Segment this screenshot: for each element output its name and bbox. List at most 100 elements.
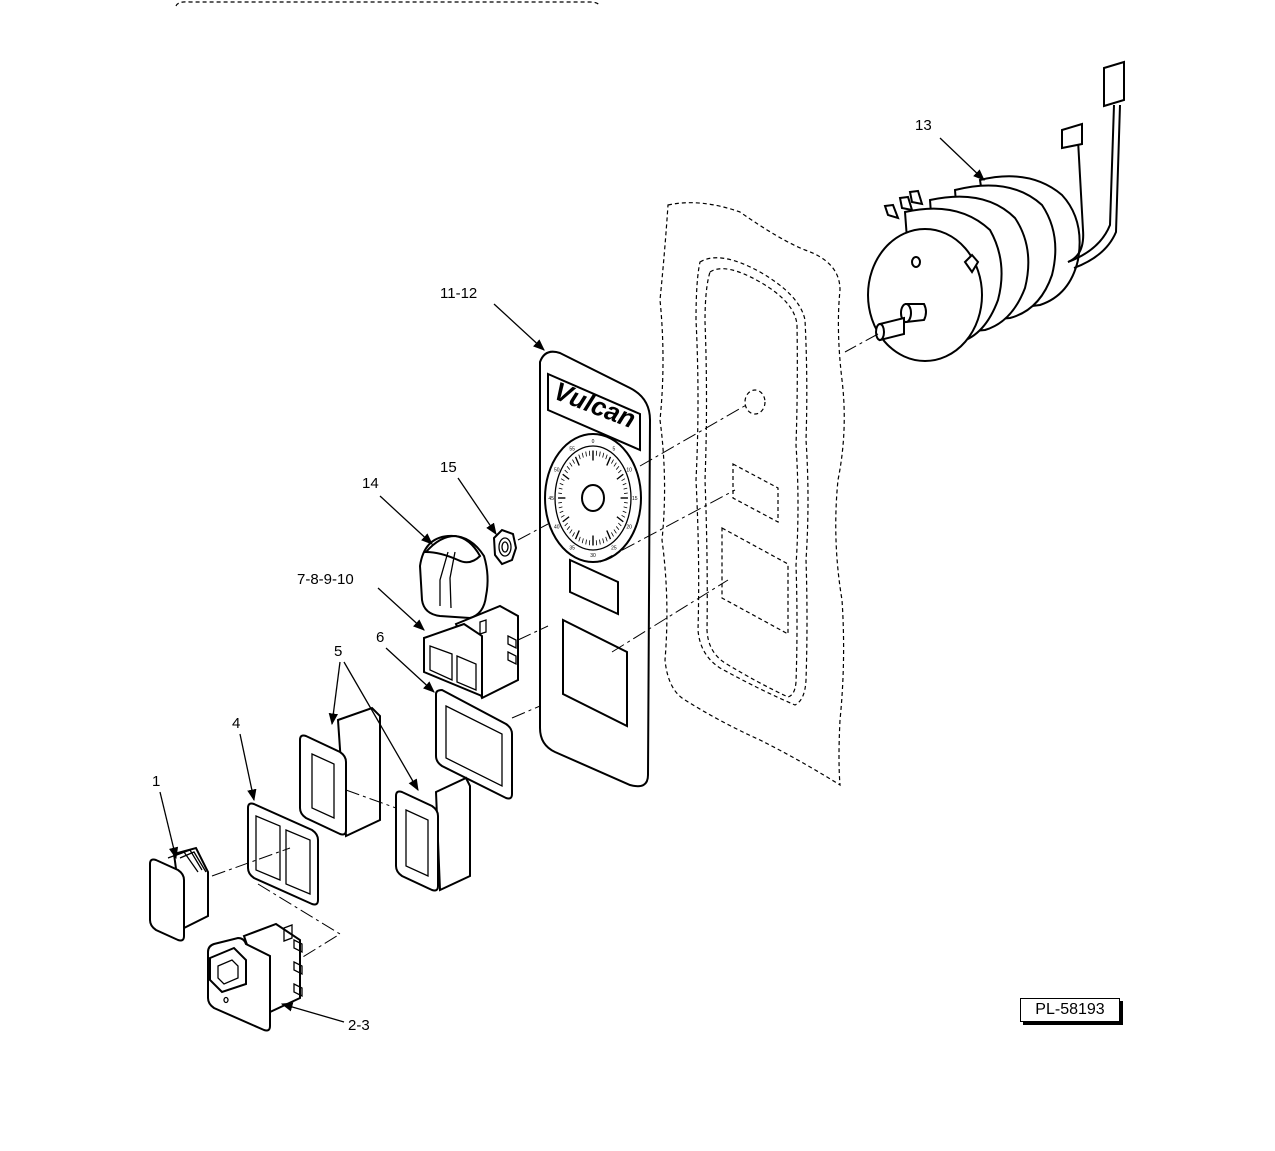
- dial-tick: [572, 532, 575, 537]
- gasket-dual-centerline: [211, 847, 291, 877]
- nut-centerline: [517, 523, 549, 541]
- dial-tick: [558, 487, 563, 490]
- dial-tick: [560, 478, 565, 482]
- dial-tick: [581, 538, 584, 544]
- dial-tick: [624, 502, 628, 504]
- callout-13: 13: [915, 117, 932, 134]
- dial-number: 35: [569, 546, 575, 552]
- gasket-centerline: [511, 705, 541, 719]
- dial-number: 55: [569, 446, 575, 452]
- dial-tick: [566, 526, 571, 531]
- gasket-large: [435, 688, 513, 800]
- dial-tick: [611, 532, 614, 537]
- leader-11-12: [493, 303, 545, 351]
- dial-tick: [613, 529, 617, 534]
- timer-knob: [418, 534, 489, 620]
- dial-number: 50: [554, 467, 560, 473]
- dial-tick: [618, 522, 622, 527]
- leader-13: [939, 137, 985, 181]
- dial-tick: [623, 506, 628, 509]
- leader-5-upper: [328, 661, 341, 726]
- dial-tick: [622, 482, 627, 486]
- small-cutout-centerline: [599, 489, 736, 563]
- dial-number: 0: [592, 439, 595, 445]
- dual-rocker-switch: [423, 604, 519, 700]
- dial-number: 45: [548, 496, 554, 502]
- dial-tick: [605, 536, 608, 542]
- dial-number: 40: [554, 525, 560, 531]
- leader-4: [239, 733, 257, 802]
- dial-tick: [615, 526, 620, 531]
- leader-2-3: [280, 1002, 345, 1023]
- figure-border-top: [175, 1, 601, 7]
- dial-tick: [558, 502, 562, 504]
- dial-tick: [564, 522, 568, 527]
- dial-tick: [602, 452, 605, 458]
- bezel-upper: [299, 706, 381, 838]
- dial-tick: [621, 478, 626, 482]
- hex-nut: [492, 528, 518, 566]
- timer-motor: [867, 60, 1125, 362]
- leader-7-8-9-10: [377, 587, 425, 631]
- dial-tick: [611, 459, 614, 464]
- callout-5: 5: [334, 643, 342, 660]
- dial-tick: [560, 514, 565, 518]
- dial-tick: [622, 510, 627, 514]
- dial-tick: [605, 454, 608, 460]
- dial-tick: [606, 456, 612, 466]
- dial-tick: [566, 465, 571, 470]
- bezel-lower: [395, 776, 471, 892]
- dial-number: 10: [626, 467, 632, 473]
- dial-tick: [606, 530, 612, 540]
- dial-tick: [623, 487, 628, 490]
- dial-tick: [574, 530, 580, 540]
- dial-tick: [559, 510, 564, 514]
- dial-tick: [569, 462, 573, 467]
- gasket-dual: [247, 802, 319, 906]
- dial-tick: [578, 454, 581, 460]
- dial-tick: [621, 514, 626, 518]
- shaft-centerline: [639, 403, 749, 467]
- lighted-rocker-switch: [207, 922, 303, 1032]
- motor-centerline: [844, 333, 879, 353]
- drawing-number: PL-58193: [1020, 998, 1120, 1022]
- callout-2-3: 2-3: [348, 1017, 370, 1034]
- dial-tick: [562, 473, 570, 480]
- dial-tick: [585, 539, 587, 545]
- dial-tick: [602, 538, 605, 544]
- bezel-centerline: [345, 789, 397, 809]
- switch-centerline: [517, 625, 549, 641]
- dial-tick: [613, 462, 617, 467]
- dial-tick: [578, 536, 581, 542]
- callout-6: 6: [376, 629, 384, 646]
- large-cutout-centerline: [611, 579, 729, 653]
- callout-15: 15: [440, 459, 457, 476]
- dial-tick: [569, 529, 573, 534]
- dial-tick: [615, 465, 620, 470]
- dial-number: 5: [613, 446, 616, 452]
- callout-14: 14: [362, 475, 379, 492]
- dial-tick: [624, 492, 628, 494]
- callout-11-12: 11-12: [440, 285, 477, 302]
- dial-tick: [559, 482, 564, 486]
- dial-tick: [618, 469, 622, 474]
- leader-1: [159, 791, 179, 860]
- dial-tick: [616, 473, 624, 480]
- dial-number: 20: [626, 525, 632, 531]
- mounting-panel-outline: [659, 202, 845, 787]
- leader-14: [379, 495, 433, 545]
- dial-tick: [574, 456, 580, 466]
- leader-15: [457, 477, 497, 535]
- dial-tick: [558, 492, 562, 494]
- dial-number: 30: [590, 553, 596, 559]
- dial-tick: [585, 451, 587, 457]
- callout-7-8-9-10: 7-8-9-10: [297, 571, 354, 588]
- leader-6: [385, 647, 435, 693]
- dial-tick-ring: [558, 450, 628, 546]
- callout-4: 4: [232, 715, 240, 732]
- dial-tick: [599, 539, 601, 545]
- blank-rocker: [149, 846, 209, 942]
- dial-tick: [616, 516, 624, 523]
